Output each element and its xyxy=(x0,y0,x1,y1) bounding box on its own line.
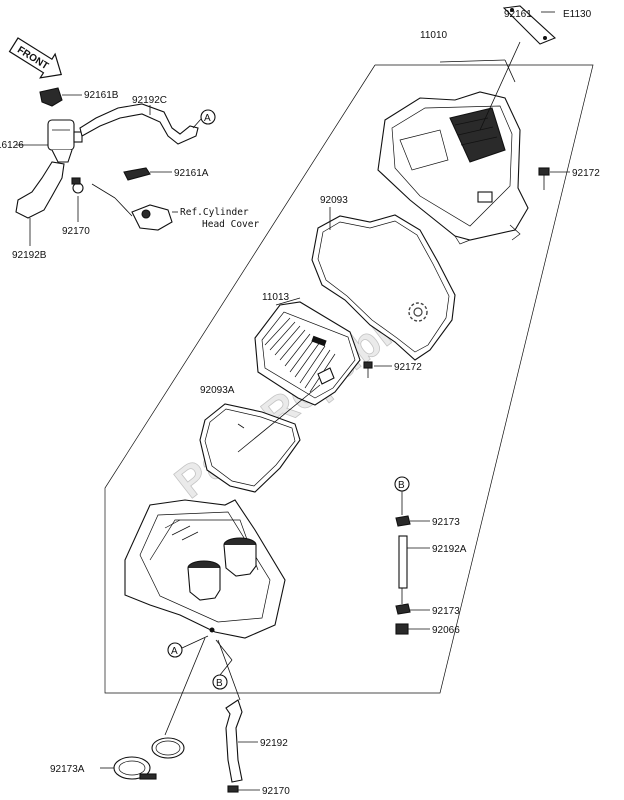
label-92161B: 92161B xyxy=(84,90,119,101)
label-92172-mid: 92172 xyxy=(394,362,422,373)
ref-line-2: Head Cover xyxy=(202,219,259,230)
diagram-code: E1130 xyxy=(563,9,592,20)
label-92161A: 92161A xyxy=(174,168,209,179)
marker-A-bottom: A xyxy=(167,642,183,658)
clamp-92173-upper xyxy=(395,515,411,527)
label-11013: 11013 xyxy=(262,292,290,303)
svg-text:A: A xyxy=(171,646,178,657)
air-cleaner-lower-case xyxy=(124,499,286,639)
svg-text:B: B xyxy=(398,480,405,491)
clamp-92170-top xyxy=(71,177,84,194)
label-92093: 92093 xyxy=(320,195,348,206)
gasket-92093 xyxy=(311,214,456,361)
cylinder-head-cover-fitting xyxy=(131,204,173,231)
ref-line-1: Ref.Cylinder xyxy=(180,207,249,218)
part-92161-strap xyxy=(502,5,557,45)
label-92161: 92161 xyxy=(504,9,532,20)
label-92170-bot: 92170 xyxy=(262,786,290,797)
label-92192B: 92192B xyxy=(12,250,47,261)
label-11010: 11010 xyxy=(420,30,448,41)
label-92173-a: 92173 xyxy=(432,517,460,528)
label-92192A: 92192A xyxy=(432,544,467,555)
screw-92172-mid xyxy=(363,361,373,378)
label-92066: 92066 xyxy=(432,625,460,636)
marker-A-top: A xyxy=(200,109,216,125)
label-92173-b: 92173 xyxy=(432,606,460,617)
gasket-92093A xyxy=(199,403,301,493)
hose-92192A xyxy=(398,535,408,589)
label-92093A: 92093A xyxy=(200,385,235,396)
clamp-92170-bottom xyxy=(227,785,239,793)
bolt-92172-top xyxy=(538,167,550,190)
hose-92192 xyxy=(225,699,243,783)
hose-92192C xyxy=(79,103,199,145)
label-92172-top: 92172 xyxy=(572,168,600,179)
front-arrow-icon: FRONT xyxy=(8,37,63,79)
clip-92161B xyxy=(39,87,63,107)
hose-92192B xyxy=(15,161,65,219)
marker-B-right: B xyxy=(394,476,410,492)
air-filter-element-11013 xyxy=(254,301,361,406)
hose-clamp-92173A xyxy=(113,737,185,780)
gear-watermark-icon xyxy=(408,302,428,322)
label-16126: 16126 xyxy=(0,140,24,151)
clip-92161A xyxy=(123,167,151,181)
assembly-frame xyxy=(104,64,594,694)
label-92173A: 92173A xyxy=(50,764,85,775)
marker-B-bottom: B xyxy=(212,674,228,690)
air-cleaner-upper-case xyxy=(377,91,529,245)
clamp-92173-lower xyxy=(395,603,411,615)
svg-text:A: A xyxy=(204,113,211,124)
label-92192C: 92192C xyxy=(132,95,167,106)
label-92170-top: 92170 xyxy=(62,226,90,237)
plug-92066 xyxy=(395,623,409,635)
valve-16126 xyxy=(47,119,83,163)
label-92192: 92192 xyxy=(260,738,288,749)
svg-text:B: B xyxy=(216,678,223,689)
